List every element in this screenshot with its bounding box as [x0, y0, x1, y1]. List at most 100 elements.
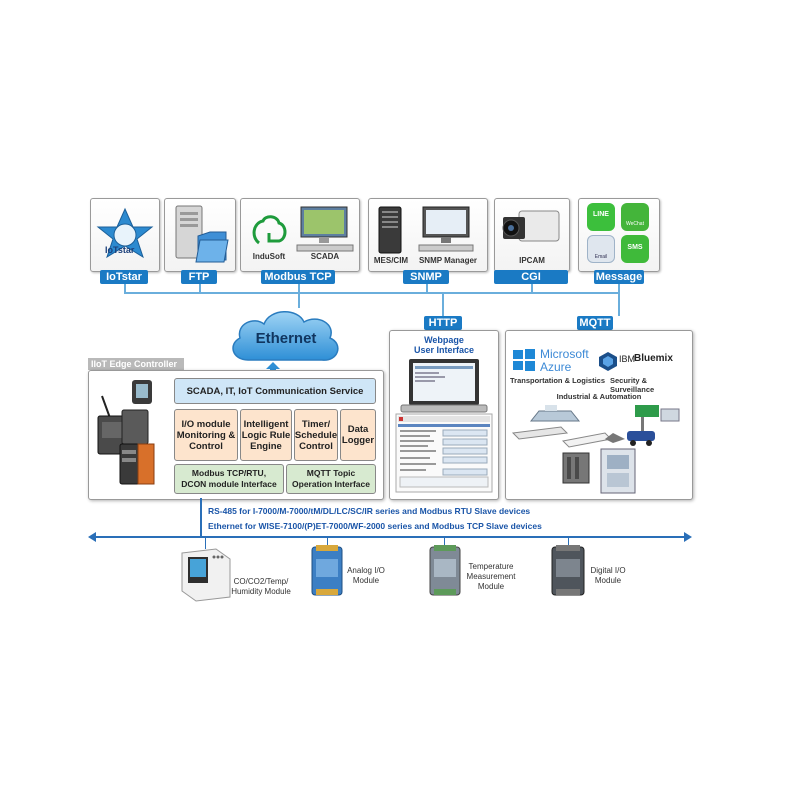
drop-device-2	[327, 537, 328, 547]
windows-logo-icon	[513, 349, 535, 371]
scada-computer-icon	[296, 206, 354, 252]
tag-http: HTTP	[424, 316, 462, 330]
mes-cim-label: MES/CIM	[373, 256, 409, 265]
co2-line2: Humidity Module	[231, 587, 291, 596]
timer-schedule-cell: Timer/ Schedule Control	[294, 409, 338, 461]
temp-line1: Temperature	[468, 562, 514, 571]
email-app-icon	[587, 235, 615, 263]
drop-device-1	[205, 537, 206, 549]
device-label-digital: Digital I/O Module	[584, 566, 632, 586]
tag-ftp: FTP	[181, 270, 217, 284]
drop-message	[618, 284, 620, 316]
tag-mqtt: MQTT	[577, 316, 613, 330]
ip-camera-icon	[502, 210, 560, 242]
sms-app-icon	[621, 235, 649, 263]
drop-cgi	[531, 284, 533, 294]
analog-line2: Module	[352, 576, 380, 585]
controller-bus-drop	[200, 498, 202, 536]
iotstar-logo-icon	[96, 207, 154, 259]
co2-line1: CO/CO2/Temp/	[233, 577, 289, 586]
cloud-arrow-icon	[266, 362, 280, 376]
digital-line2: Module	[594, 576, 622, 585]
wechat-app-icon	[621, 203, 649, 231]
drop-http	[442, 292, 444, 316]
wechat-label: WeChat	[626, 221, 644, 227]
ipcam-label: IPCAM	[519, 256, 545, 265]
drop-device-4	[568, 537, 569, 547]
field-bus-arrow-icon	[88, 532, 692, 542]
device-label-co2: CO/CO2/Temp/ Humidity Module	[228, 577, 294, 597]
drop-device-3	[444, 537, 445, 547]
bluemix-name: Bluemix	[634, 353, 673, 364]
tag-iotstar: IoTstar	[100, 270, 148, 284]
controller-title-tab	[88, 358, 184, 370]
tag-modbus-tcp: Modbus TCP	[261, 270, 335, 284]
io-monitoring-cell: I/O module Monitoring & Control	[174, 409, 238, 461]
modbus-if-line1: Modbus TCP/RTU,	[191, 468, 267, 478]
snmp-manager-computer-icon	[418, 206, 474, 252]
io-line2: Monitoring &	[176, 429, 236, 441]
io-line1: I/O module	[181, 418, 231, 430]
controller-hardware-icon	[97, 380, 155, 485]
industrial-label: Industrial & Automation	[556, 392, 642, 401]
temperature-module-icon	[429, 545, 461, 596]
ethernet-cloud-icon	[232, 311, 339, 361]
azure-line2: Azure	[540, 360, 572, 374]
logger-line2: Logger	[341, 435, 375, 446]
logic-rule-cell: Intelligent Logic Rule Engine	[240, 409, 292, 461]
ethernet-cloud-label: Ethernet	[255, 330, 317, 347]
iotstar-inner-text: IoTstar	[105, 245, 135, 255]
controller-title: IIoT Edge Controller	[91, 359, 178, 369]
mqtt-if-line2: Operation Interface	[292, 479, 370, 489]
line-app-icon	[587, 203, 615, 231]
server-tower-icon	[378, 206, 402, 254]
drop-snmp	[426, 284, 428, 294]
http-panel: Webpage User Interface	[389, 330, 499, 500]
ipcam-box: IPCAM	[494, 198, 570, 272]
webpage-screenshot-icon	[395, 413, 493, 493]
temp-line2: Measurement	[466, 572, 516, 581]
industrial-scene-icon	[511, 405, 680, 494]
device-label-analog: Analog I/O Module	[344, 566, 388, 586]
analog-line1: Analog I/O	[347, 566, 385, 575]
co2-sensor-icon	[181, 548, 231, 602]
iotstar-box: IoTstar	[90, 198, 160, 272]
line-label: LINE	[593, 211, 609, 218]
device-label-temperature: Temperature Measurement Module	[462, 562, 520, 592]
logic-line3: Engine	[250, 440, 282, 452]
digital-io-module-icon	[551, 545, 585, 596]
mqtt-panel: Microsoft Azure IBM Bluemix Transportati…	[505, 330, 693, 500]
tag-message: Message	[594, 270, 644, 284]
indusoft-label: InduSoft	[252, 252, 286, 261]
webpage-title: Webpage	[424, 335, 464, 345]
temp-line3: Module	[477, 582, 505, 591]
data-logger-cell: Data Logger	[340, 409, 376, 461]
snmp-manager-label: SNMP Manager	[418, 256, 478, 265]
ethernet-bus-text: Ethernet for WISE-7100/(P)ET-7000/WF-200…	[208, 521, 542, 531]
transport-label: Transportation & Logistics	[510, 376, 606, 385]
drop-modbus	[298, 284, 300, 308]
mqtt-interface-cell: MQTT Topic Operation Interface	[286, 464, 376, 494]
azure-line1: Microsoft	[540, 347, 589, 361]
sms-label: SMS	[627, 244, 643, 251]
bluemix-prefix: IBM	[619, 354, 636, 364]
laptop-icon	[400, 359, 488, 413]
drop-iotstar	[124, 284, 126, 294]
mqtt-if-line1: MQTT Topic	[306, 468, 356, 478]
modbus-interface-cell: Modbus TCP/RTU, DCON module Interface	[174, 464, 284, 494]
drop-ftp	[199, 284, 201, 294]
timer-line1: Timer/	[301, 418, 331, 430]
rs485-text: RS-485 for I-7000/M-7000/tM/DL/LC/SC/IR …	[208, 506, 531, 516]
analog-io-module-icon	[311, 545, 343, 596]
tag-snmp: SNMP	[403, 270, 449, 284]
ftp-box	[164, 198, 236, 272]
security-label: Security & Surveillance	[610, 376, 655, 394]
top-connector-bus	[124, 292, 620, 294]
modbus-tcp-box: InduSoft SCADA	[240, 198, 360, 272]
message-box: LINE WeChat Email SMS	[578, 198, 660, 272]
modbus-if-line2: DCON module Interface	[181, 479, 277, 489]
digital-line1: Digital I/O	[590, 566, 626, 575]
timer-line2: Schedule	[294, 429, 338, 441]
bluemix-logo-icon	[599, 352, 617, 371]
indusoft-logo-icon	[252, 215, 287, 245]
